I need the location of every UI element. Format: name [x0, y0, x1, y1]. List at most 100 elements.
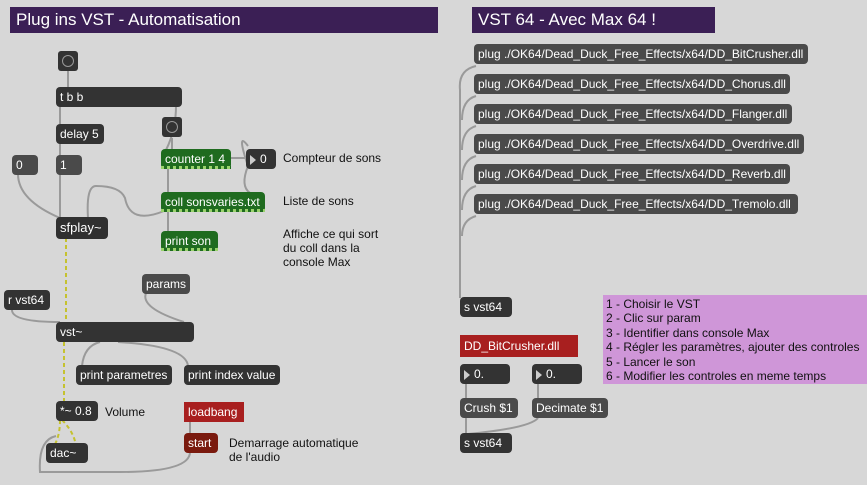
plug-message-overdrive[interactable]: plug ./OK64/Dead_Duck_Free_Effects/x64/D…	[474, 134, 804, 154]
crush-message[interactable]: Crush $1	[460, 398, 518, 418]
dac-object[interactable]: dac~	[46, 443, 88, 463]
cord-plug6	[461, 215, 477, 237]
cord-start-dac	[38, 435, 191, 473]
vst-label: vst~	[60, 325, 83, 339]
plug-message-flanger[interactable]: plug ./OK64/Dead_Duck_Free_Effects/x64/D…	[474, 104, 792, 124]
print-index-label: print index value	[188, 368, 276, 382]
plug-label-5: plug ./OK64/Dead_Duck_Free_Effects/x64/D…	[478, 167, 786, 181]
receive-vst64-object[interactable]: r vst64	[4, 290, 50, 310]
decimate-message[interactable]: Decimate $1	[532, 398, 608, 418]
message-one[interactable]: 1	[56, 155, 82, 175]
start-message[interactable]: start	[184, 433, 218, 453]
coll-label: coll sonsvaries.txt	[165, 195, 260, 209]
message-params[interactable]: params	[142, 274, 190, 294]
cord-plug3	[461, 125, 477, 151]
start-label: start	[188, 436, 212, 450]
step-2: 2 - Clic sur param	[606, 311, 701, 326]
cord-rvst-vst	[11, 309, 61, 323]
sfplay-object[interactable]: sfplay~	[56, 217, 108, 239]
number-triangle-icon	[464, 369, 470, 380]
receive-vst64-label: r vst64	[8, 293, 45, 307]
trigger-button[interactable]	[58, 51, 78, 71]
print-parametres-label: print parametres	[80, 368, 168, 382]
send-vst64-bottom-label: s vst64	[464, 436, 503, 450]
comment-affiche: Affiche ce qui sort du coll dans la cons…	[283, 227, 378, 269]
cord-plug5	[461, 185, 477, 211]
plug-label-3: plug ./OK64/Dead_Duck_Free_Effects/x64/D…	[478, 107, 788, 121]
cord-vst-printindex	[117, 341, 189, 367]
signal-gain-dac-r	[61, 419, 77, 447]
comment-volume: Volume	[105, 405, 146, 419]
plug-label-6: plug ./OK64/Dead_Duck_Free_Effects/x64/D…	[478, 197, 791, 211]
plug-label-2: plug ./OK64/Dead_Duck_Free_Effects/x64/D…	[478, 77, 786, 91]
print-son-label: print son	[165, 234, 212, 248]
counter-button[interactable]	[162, 117, 182, 137]
comment-liste: Liste de sons	[283, 194, 354, 208]
gain-object[interactable]: *~ 0.8	[56, 401, 98, 421]
plug-message-reverb[interactable]: plug ./OK64/Dead_Duck_Free_Effects/x64/D…	[474, 164, 790, 184]
counter-object[interactable]: counter 1 4	[161, 149, 231, 169]
counter-number-value: 0	[260, 152, 267, 166]
plug-label-1: plug ./OK64/Dead_Duck_Free_Effects/x64/D…	[478, 47, 804, 61]
trigger-object[interactable]: t b b	[56, 87, 182, 107]
counter-label: counter 1 4	[165, 152, 226, 166]
crush-number-box[interactable]: 0.	[460, 364, 510, 384]
loadbang-object[interactable]: loadbang	[184, 402, 244, 422]
counter-number-box[interactable]: 0	[246, 149, 276, 169]
dac-label: dac~	[50, 446, 77, 460]
comment-demarrage-line1: Demarrage automatique	[229, 436, 359, 450]
plug-message-tremolo[interactable]: plug ./OK64/Dead_Duck_Free_Effects/x64/D…	[474, 194, 798, 214]
plug-label-4: plug ./OK64/Dead_Duck_Free_Effects/x64/D…	[478, 137, 800, 151]
step-4: 4 - Régler les paramètres, ajouter des c…	[606, 340, 860, 355]
step-3: 3 - Identifier dans console Max	[606, 325, 770, 340]
sfplay-label: sfplay~	[60, 220, 102, 235]
bitcrusher-label: DD_BitCrusher.dll	[464, 339, 560, 353]
cord-decimate-send	[467, 417, 539, 435]
crush-number-value: 0.	[474, 367, 485, 381]
send-vst64-top-label: s vst64	[464, 300, 503, 314]
comment-demarrage-line2: de l'audio	[229, 450, 280, 464]
step-6: 6 - Modifier les controles en meme temps	[606, 369, 827, 384]
params-label: params	[146, 277, 187, 291]
bitcrusher-label-box: DD_BitCrusher.dll	[460, 335, 578, 357]
comment-compteur: Compteur de sons	[283, 151, 382, 165]
plug-message-bitcrusher[interactable]: plug ./OK64/Dead_Duck_Free_Effects/x64/D…	[474, 44, 808, 64]
step-1: 1 - Choisir le VST	[606, 297, 701, 311]
step-5: 5 - Lancer le son	[606, 354, 696, 369]
comment-affiche-line1: Affiche ce qui sort	[283, 227, 379, 241]
comment-affiche-line2: du coll dans la	[283, 241, 360, 255]
number-triangle-icon	[250, 154, 256, 165]
cord-plug2	[461, 95, 477, 121]
left-section-header: Plug ins VST - Automatisation	[10, 7, 438, 33]
number-triangle-icon	[536, 369, 542, 380]
decimate-number-box[interactable]: 0.	[532, 364, 582, 384]
cord-plug4	[461, 155, 477, 181]
plug-message-chorus[interactable]: plug ./OK64/Dead_Duck_Free_Effects/x64/D…	[474, 74, 790, 94]
cord-0-sfplay	[17, 173, 61, 219]
print-son-object[interactable]: print son	[161, 231, 218, 251]
delay-object[interactable]: delay 5	[56, 124, 104, 144]
message-one-label: 1	[60, 158, 67, 172]
delay-label: delay 5	[60, 127, 99, 141]
crush-label: Crush $1	[464, 401, 513, 415]
instructions-panel: 1 - Choisir le VST 2 - Clic sur param 3 …	[603, 295, 867, 384]
comment-affiche-line3: console Max	[283, 255, 351, 269]
coll-object[interactable]: coll sonsvaries.txt	[161, 192, 265, 212]
send-vst64-bottom[interactable]: s vst64	[460, 433, 512, 453]
cord-plug1	[458, 65, 477, 298]
message-zero-label: 0	[16, 158, 23, 172]
message-zero[interactable]: 0	[12, 155, 38, 175]
vst-object[interactable]: vst~	[56, 322, 194, 342]
decimate-label: Decimate $1	[536, 401, 604, 415]
comment-demarrage: Demarrage automatique de l'audio	[229, 436, 358, 464]
print-index-object[interactable]: print index value	[184, 365, 280, 385]
send-vst64-top[interactable]: s vst64	[460, 297, 512, 317]
cord-params-vst	[144, 292, 185, 323]
trigger-label: t b b	[60, 90, 84, 104]
print-parametres-object[interactable]: print parametres	[76, 365, 172, 385]
right-section-header: VST 64 - Avec Max 64 !	[472, 7, 715, 33]
decimate-number-value: 0.	[546, 367, 557, 381]
cord-vst-printparam	[81, 341, 101, 367]
loadbang-label: loadbang	[188, 405, 238, 419]
